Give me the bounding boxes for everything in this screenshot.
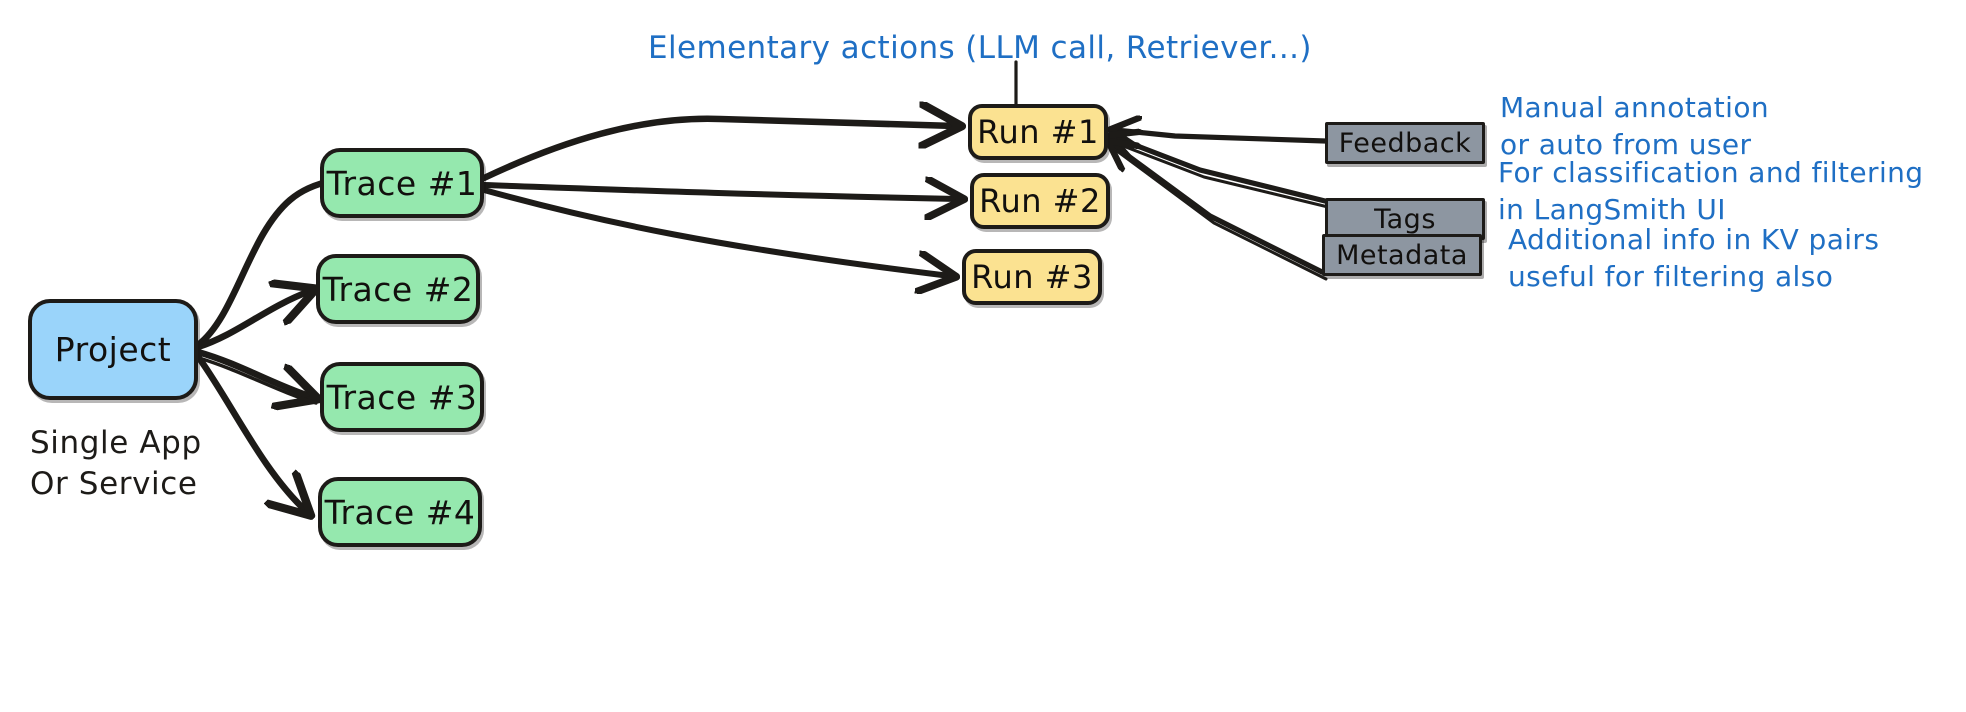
node-feedback[interactable]: Feedback [1325, 122, 1485, 164]
node-metadata[interactable]: Metadata [1322, 234, 1482, 276]
edge-trace1-run2 [481, 185, 958, 199]
tags-note: For classification and filtering in Lang… [1498, 156, 1924, 226]
node-trace-1[interactable]: Trace #1 [320, 148, 484, 218]
edge-project-trace2 [194, 291, 310, 351]
edge-project-trace3-b [197, 356, 318, 405]
edge-feedback-run1 [1115, 130, 1328, 141]
node-metadata-label: Metadata [1336, 239, 1468, 271]
node-run-1[interactable]: Run #1 [968, 104, 1108, 160]
run-annotation-text: Elementary actions (LLM call, Retriever.… [648, 30, 1312, 66]
edge-tags-run1-b [1116, 142, 1330, 209]
edge-trace1-run3 [481, 187, 950, 276]
node-project[interactable]: Project [28, 299, 198, 400]
feedback-note: Manual annotation or auto from user [1500, 91, 1769, 161]
node-run-2[interactable]: Run #2 [970, 173, 1110, 229]
metadata-note: Additional info in KV pairs useful for f… [1508, 223, 1880, 293]
node-trace-4-label: Trace #4 [324, 492, 476, 532]
edge-metadata-run1 [1112, 144, 1325, 275]
node-run-2-label: Run #2 [979, 182, 1101, 220]
node-trace-3[interactable]: Trace #3 [320, 362, 484, 432]
node-tags-label: Tags [1374, 203, 1436, 235]
node-run-1-label: Run #1 [977, 113, 1099, 151]
project-caption: Single App Or Service [30, 425, 202, 502]
node-run-3-label: Run #3 [971, 258, 1093, 296]
edge-tags-run1 [1114, 137, 1328, 204]
node-project-label: Project [54, 330, 172, 369]
node-trace-3-label: Trace #3 [326, 377, 478, 417]
node-trace-2[interactable]: Trace #2 [316, 254, 480, 324]
edge-project-trace3 [194, 348, 312, 397]
node-trace-4[interactable]: Trace #4 [318, 477, 482, 547]
node-trace-1-label: Trace #1 [326, 163, 478, 203]
node-trace-2-label: Trace #2 [322, 269, 474, 309]
edge-trace1-run1 [480, 119, 955, 182]
edge-metadata-run1-b [1115, 149, 1328, 281]
node-feedback-label: Feedback [1338, 127, 1472, 159]
node-run-3[interactable]: Run #3 [962, 249, 1102, 305]
